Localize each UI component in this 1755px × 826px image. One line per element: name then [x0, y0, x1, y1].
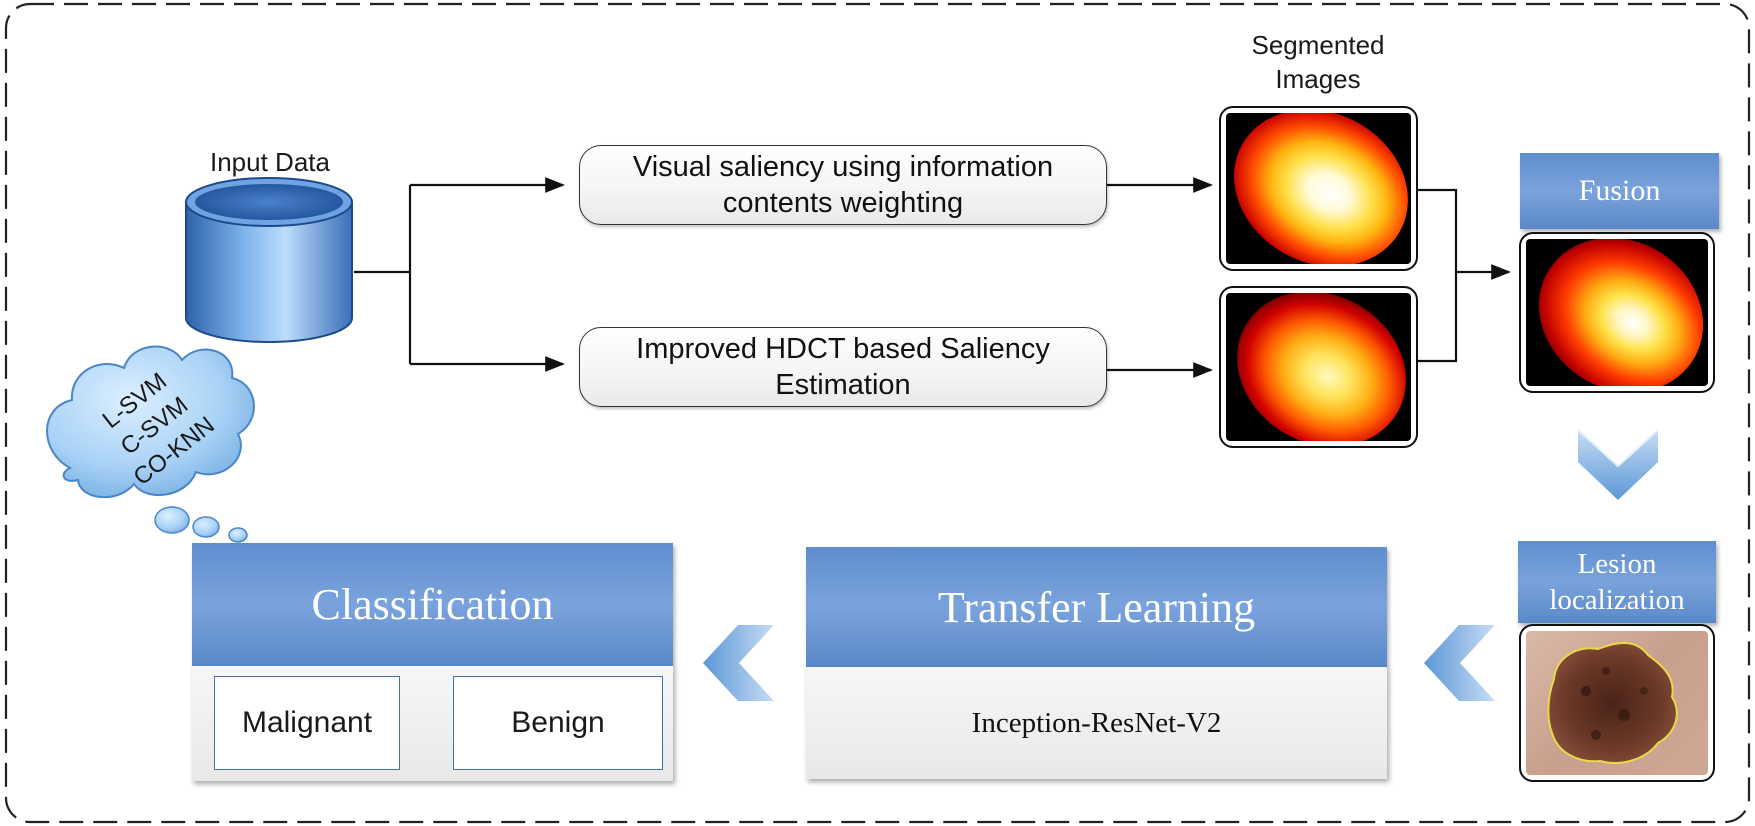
- segmented-image-bottom: [1219, 286, 1418, 448]
- database-cylinder-icon: [185, 177, 353, 343]
- heatmap-bottom: [1226, 293, 1411, 441]
- lesion-label-box: Lesion localization: [1518, 541, 1716, 623]
- segmented-image-top: [1219, 106, 1418, 271]
- chevron-down-highlight: [1577, 429, 1659, 468]
- chevron-left-icon-lesion: [1424, 625, 1495, 701]
- transfer-learning-title: Transfer Learning: [937, 582, 1256, 632]
- chevron-left-icon-transfer: [703, 625, 774, 701]
- saliency-bottom-label: Improved HDCT based Saliency Estimation: [636, 333, 1050, 401]
- lesion-label: Lesion localization: [1549, 548, 1685, 616]
- lesion-image: [1519, 624, 1715, 782]
- transfer-model-panel: Inception-ResNet-V2: [806, 667, 1387, 779]
- heatmap-fusion: [1526, 239, 1708, 386]
- saliency-top-box: Visual saliency using information conten…: [579, 145, 1107, 225]
- saliency-top-label: Visual saliency using information conten…: [632, 151, 1054, 219]
- lesion-photo: [1526, 631, 1708, 775]
- input-data-label: Input Data: [210, 147, 330, 177]
- class-label: Benign: [511, 706, 605, 739]
- fusion-image: [1519, 232, 1715, 393]
- transfer-learning-header: Transfer Learning: [806, 547, 1387, 667]
- lesion-outline-icon: [1547, 642, 1678, 764]
- fusion-label-box: Fusion: [1520, 153, 1719, 229]
- class-box-benign: Benign: [453, 676, 663, 770]
- classification-title: Classification: [311, 580, 554, 629]
- fusion-label: Fusion: [1578, 174, 1661, 207]
- classification-panel: Malignant Benign: [192, 666, 673, 781]
- heatmap-top: [1226, 113, 1411, 264]
- class-label: Malignant: [241, 706, 373, 739]
- classification-header: Classification: [192, 543, 673, 666]
- model-name: Inception-ResNet-V2: [971, 706, 1222, 739]
- chevron-down-icon: [1578, 430, 1658, 500]
- merge-connector: [1418, 188, 1511, 363]
- outer-dashed-frame: [4, 2, 1751, 824]
- segmented-images-label: Segmented Images: [1251, 30, 1385, 94]
- class-box-malignant: Malignant: [214, 676, 400, 770]
- branch-connector: [354, 177, 565, 372]
- saliency-bottom-box: Improved HDCT based Saliency Estimation: [579, 327, 1107, 407]
- thought-cloud-icon: [46, 345, 255, 543]
